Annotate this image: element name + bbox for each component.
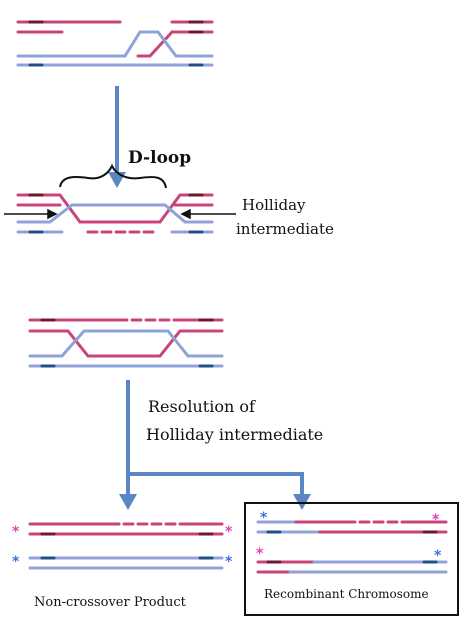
asterisk-icon: * <box>260 510 268 526</box>
holliday-label-line2: intermediate <box>236 220 334 238</box>
non-crossover-product <box>28 522 224 570</box>
asterisk-icon: * <box>434 548 442 564</box>
blue-strand <box>16 30 214 58</box>
blue-strand <box>16 203 214 224</box>
non-crossover-label: Non-crossover Product <box>34 595 187 610</box>
asterisk-icon: * <box>432 512 440 528</box>
asterisk-icon: * <box>225 554 233 570</box>
recombinant-label: Recombinant Chromosome <box>264 587 429 601</box>
recombinant-product <box>256 520 448 574</box>
holliday-label-line1: Holliday <box>242 196 306 214</box>
arrowhead-left <box>119 494 137 510</box>
d-loop-label: D-loop <box>128 148 191 168</box>
asterisk-icon: * <box>12 554 20 570</box>
asterisk-icon: * <box>225 524 233 540</box>
asterisk-icon: * <box>256 546 264 562</box>
stage-strand-invasion <box>16 20 214 67</box>
d-loop-annotation: D-loop <box>59 148 191 189</box>
stage-d-loop <box>16 193 214 234</box>
resolution-label-line1: Resolution of <box>148 397 256 416</box>
resolution-arrows <box>126 380 304 498</box>
resolution-label-line2: Holliday intermediate <box>146 425 323 444</box>
curly-brace <box>59 163 167 189</box>
junction-pointers <box>4 208 236 220</box>
pink-strand <box>28 329 224 358</box>
recombinant-box <box>244 502 459 616</box>
asterisk-icon: * <box>12 524 20 540</box>
stage-double-holliday <box>28 318 224 368</box>
pink-strand <box>16 193 214 224</box>
blue-strand <box>28 329 224 358</box>
